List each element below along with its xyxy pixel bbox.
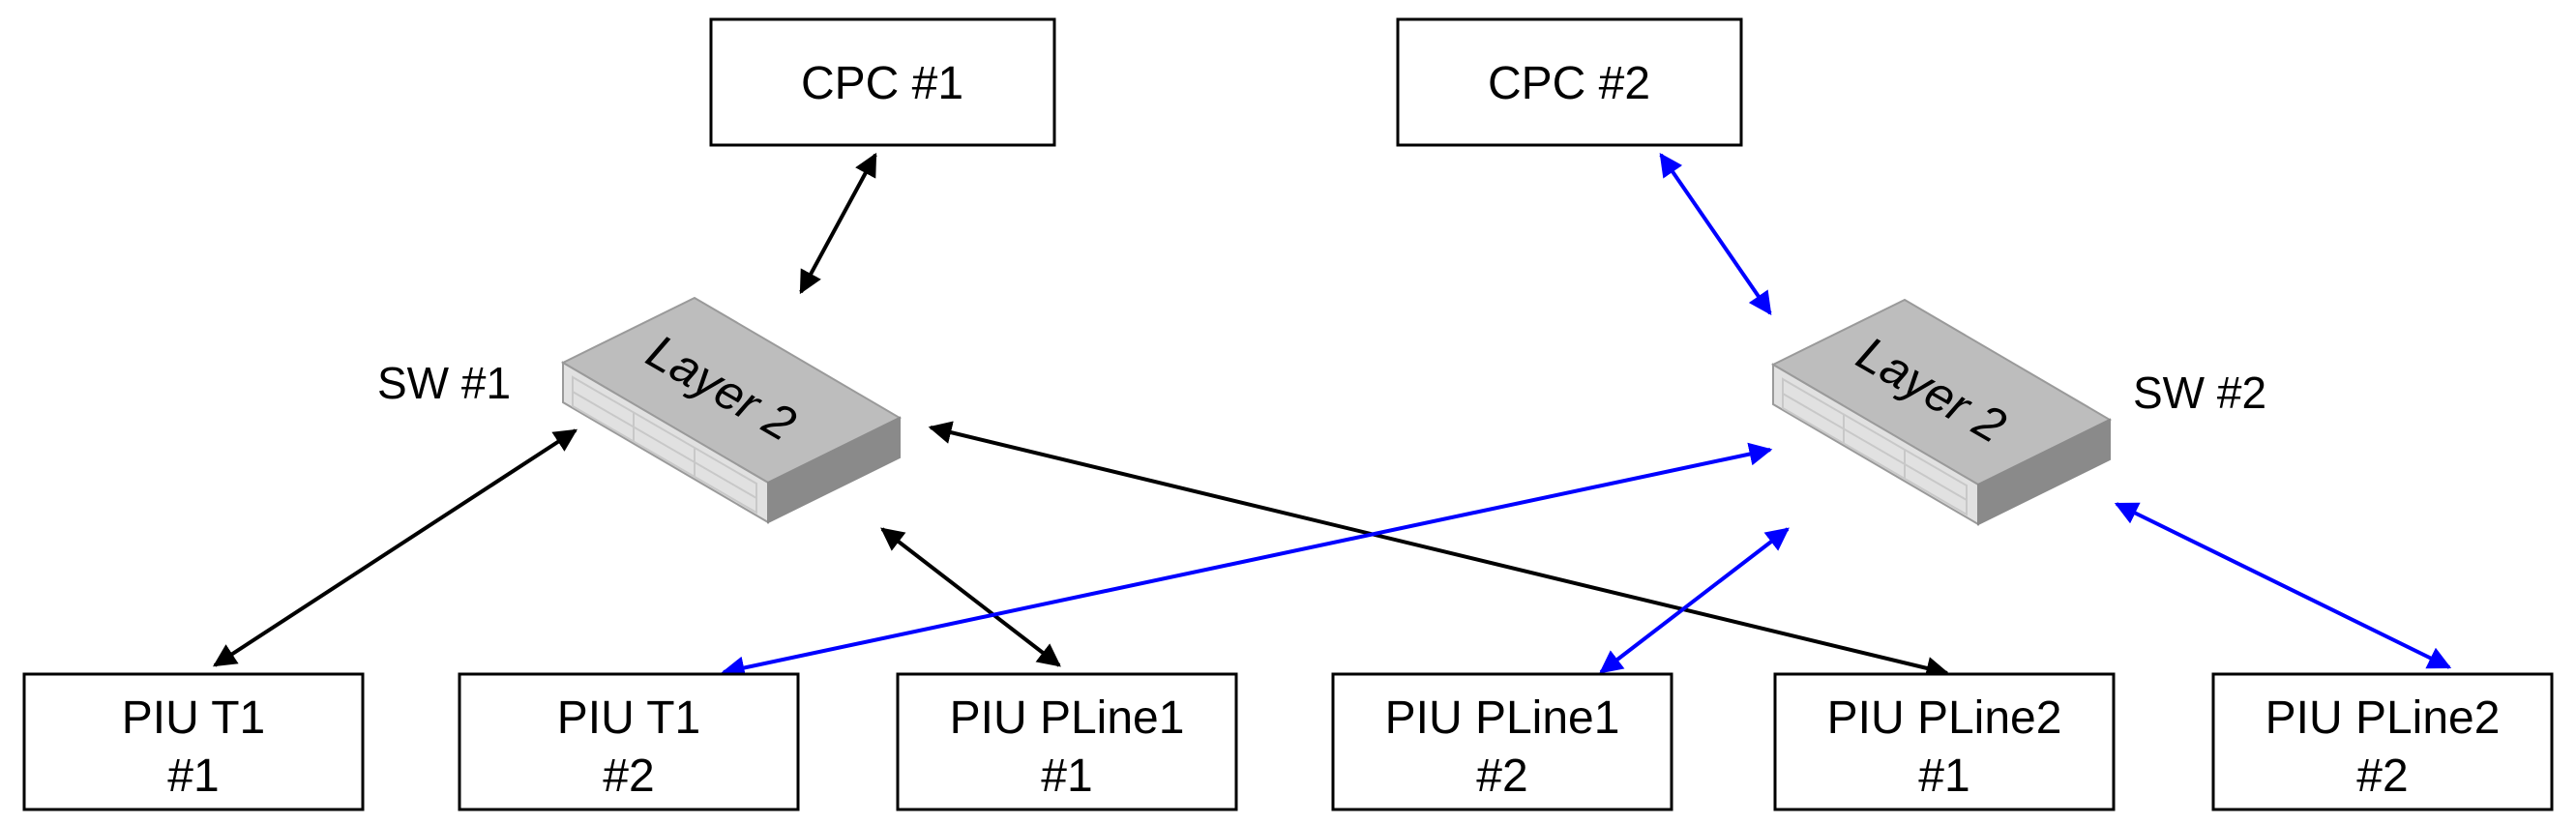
piu-pline2-2-line1: PIU PLine2: [2265, 692, 2501, 744]
cpc1-label: CPC #1: [801, 58, 963, 109]
piu-pline1-1-line2: #1: [1041, 750, 1092, 802]
cpc2-node: CPC #2: [1396, 17, 1743, 147]
sw2-switch-icon: Layer 2: [1770, 298, 2113, 526]
cpc1-node: CPC #1: [709, 17, 1056, 147]
piu-pline2-2-node: PIU PLine2 #2: [2211, 672, 2554, 811]
piu-t1-2-line2: #2: [603, 750, 654, 802]
piu-t1-2-line1: PIU T1: [557, 692, 701, 744]
link-sw1-piu-t1-1: [212, 428, 578, 667]
piu-pline1-2-line2: #2: [1476, 750, 1527, 802]
piu-pline1-1-node: PIU PLine1 #1: [896, 672, 1238, 811]
link-sw2-piu-pline2-2: [2114, 502, 2452, 669]
link-cpc2-sw2: [1659, 153, 1772, 315]
link-cpc1-sw1: [799, 152, 877, 295]
piu-t1-1-node: PIU T1 #1: [22, 672, 365, 811]
links-layer: [212, 152, 2452, 680]
sw1-label: SW #1: [377, 358, 511, 408]
sw2-label: SW #2: [2133, 368, 2266, 418]
piu-pline1-2-node: PIU PLine1 #2: [1331, 672, 1673, 811]
sw1-switch-icon: Layer 2: [560, 296, 903, 524]
piu-pline2-1-node: PIU PLine2 #1: [1773, 672, 2116, 811]
link-sw2-piu-pline1-2: [1599, 527, 1790, 674]
piu-pline2-2-line2: #2: [2356, 750, 2408, 802]
piu-pline1-1-line1: PIU PLine1: [950, 692, 1185, 744]
link-sw2-piu-t1-2: [721, 442, 1773, 680]
piu-pline2-1-line1: PIU PLine2: [1827, 692, 2062, 744]
piu-t1-2-node: PIU T1 #2: [458, 672, 800, 811]
link-sw1-piu-pline2-1: [928, 421, 1950, 680]
piu-pline1-2-line1: PIU PLine1: [1385, 692, 1620, 744]
piu-t1-1-line1: PIU T1: [122, 692, 266, 744]
cpc2-label: CPC #2: [1488, 58, 1650, 109]
piu-pline2-1-line2: #1: [1918, 750, 1969, 802]
piu-t1-1-line2: #1: [167, 750, 219, 802]
link-sw1-piu-pline1-1: [880, 527, 1061, 667]
